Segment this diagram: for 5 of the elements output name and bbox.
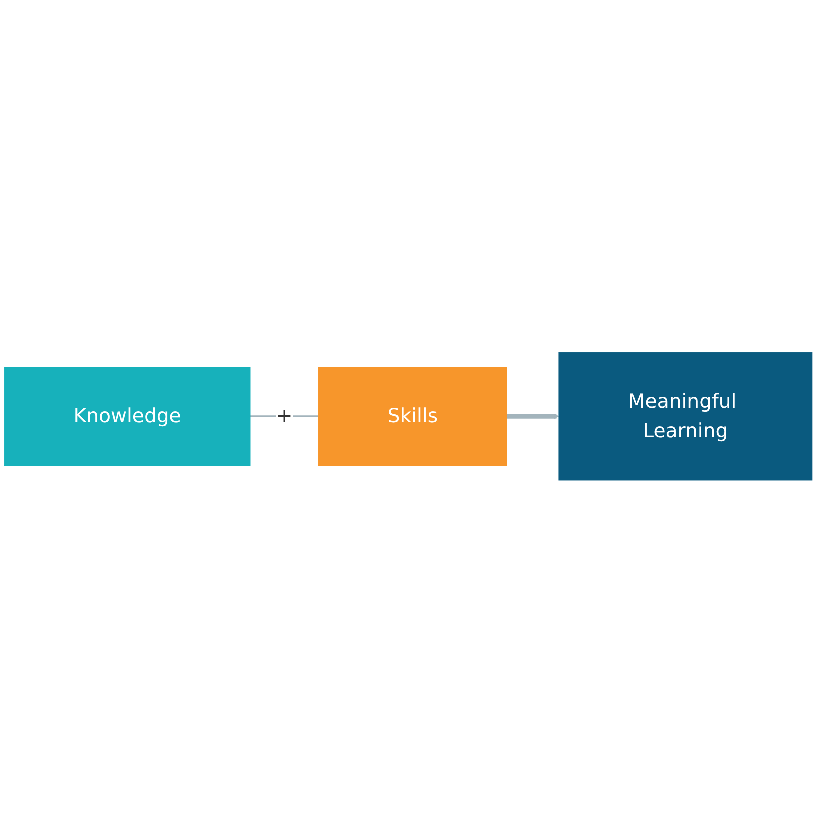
arrow: [507, 414, 560, 420]
edge-label: +: [276, 404, 293, 428]
node-box: Meaningful Learning: [558, 352, 813, 481]
node-box: Skills: [318, 366, 508, 466]
node-box: Knowledge: [4, 366, 251, 466]
